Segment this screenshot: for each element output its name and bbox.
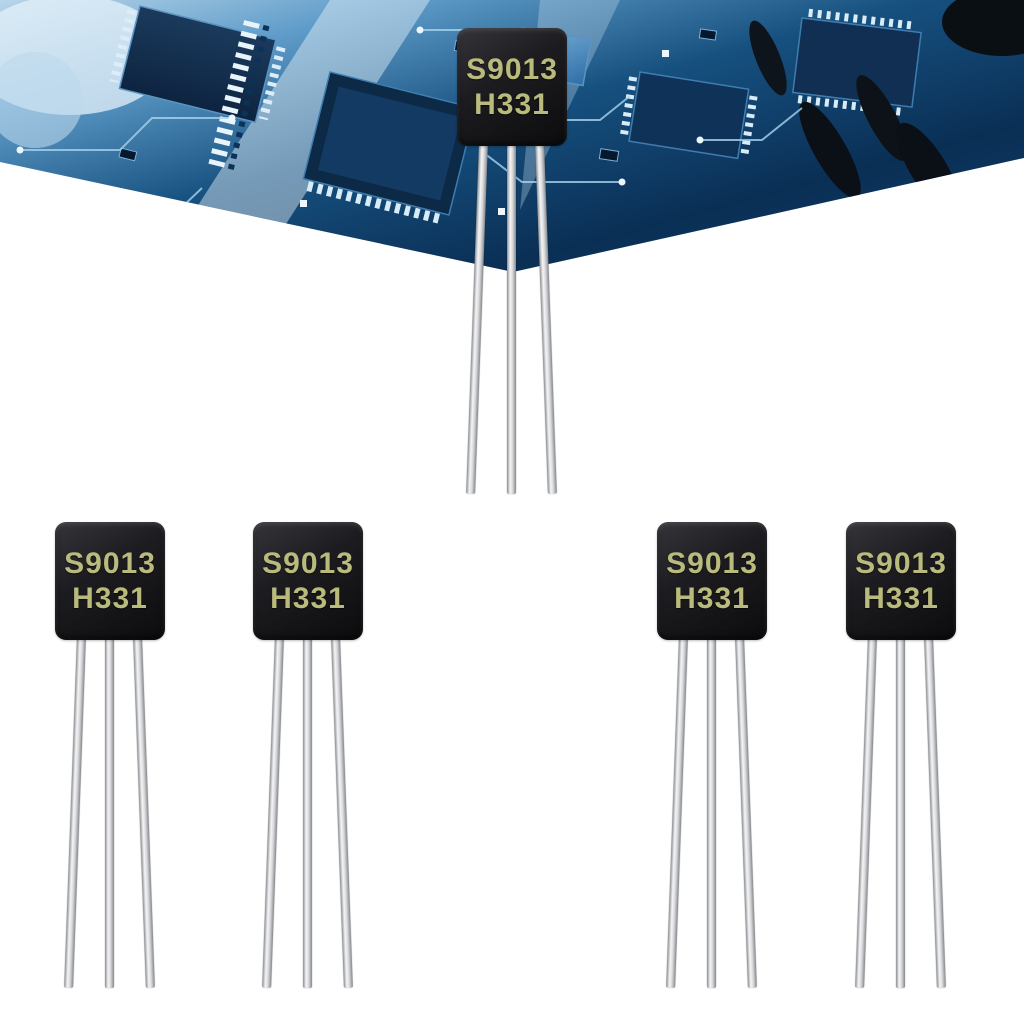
marking-line2: H331 [270, 581, 346, 615]
pcb-chip [620, 71, 758, 160]
pcb-chip [109, 5, 286, 124]
marking-line1: S9013 [262, 546, 354, 580]
transistor-leads [55, 635, 165, 988]
marking-line2: H331 [474, 87, 550, 121]
transistor-leads [253, 635, 363, 988]
transistor: S9013 H331 [457, 28, 567, 494]
lead-left [262, 635, 284, 988]
marking-line1: S9013 [466, 52, 558, 86]
lead-right [331, 635, 353, 988]
lead-center [303, 636, 312, 988]
lead-right [924, 635, 946, 988]
transistor-body: S9013 H331 [253, 522, 363, 640]
transistor-leads [657, 635, 767, 988]
marking-line1: S9013 [855, 546, 947, 580]
transistor: S9013 H331 [55, 522, 165, 988]
marking-line2: H331 [863, 581, 939, 615]
marking-line1: S9013 [666, 546, 758, 580]
transistor: S9013 H331 [657, 522, 767, 988]
transistor-body: S9013 H331 [55, 522, 165, 640]
lead-left [64, 635, 86, 988]
pcb-pin-header [207, 20, 270, 172]
transistor-body: S9013 H331 [846, 522, 956, 640]
lead-center [507, 142, 516, 494]
pcb-chip [302, 71, 477, 225]
lead-left [666, 635, 688, 988]
lead-center [896, 636, 905, 988]
transistor-body: S9013 H331 [457, 28, 567, 146]
marking-line2: H331 [674, 581, 750, 615]
transistor: S9013 H331 [846, 522, 956, 988]
marking-line1: S9013 [64, 546, 156, 580]
transistor-leads [457, 141, 567, 494]
transistor-leads [846, 635, 956, 988]
lead-right [735, 635, 757, 988]
lead-right [535, 141, 557, 494]
lead-left [466, 141, 488, 494]
transistor: S9013 H331 [253, 522, 363, 988]
transistor-body: S9013 H331 [657, 522, 767, 640]
lead-center [707, 636, 716, 988]
marking-line2: H331 [72, 581, 148, 615]
lead-right [133, 635, 155, 988]
lead-center [105, 636, 114, 988]
lead-left [855, 635, 877, 988]
